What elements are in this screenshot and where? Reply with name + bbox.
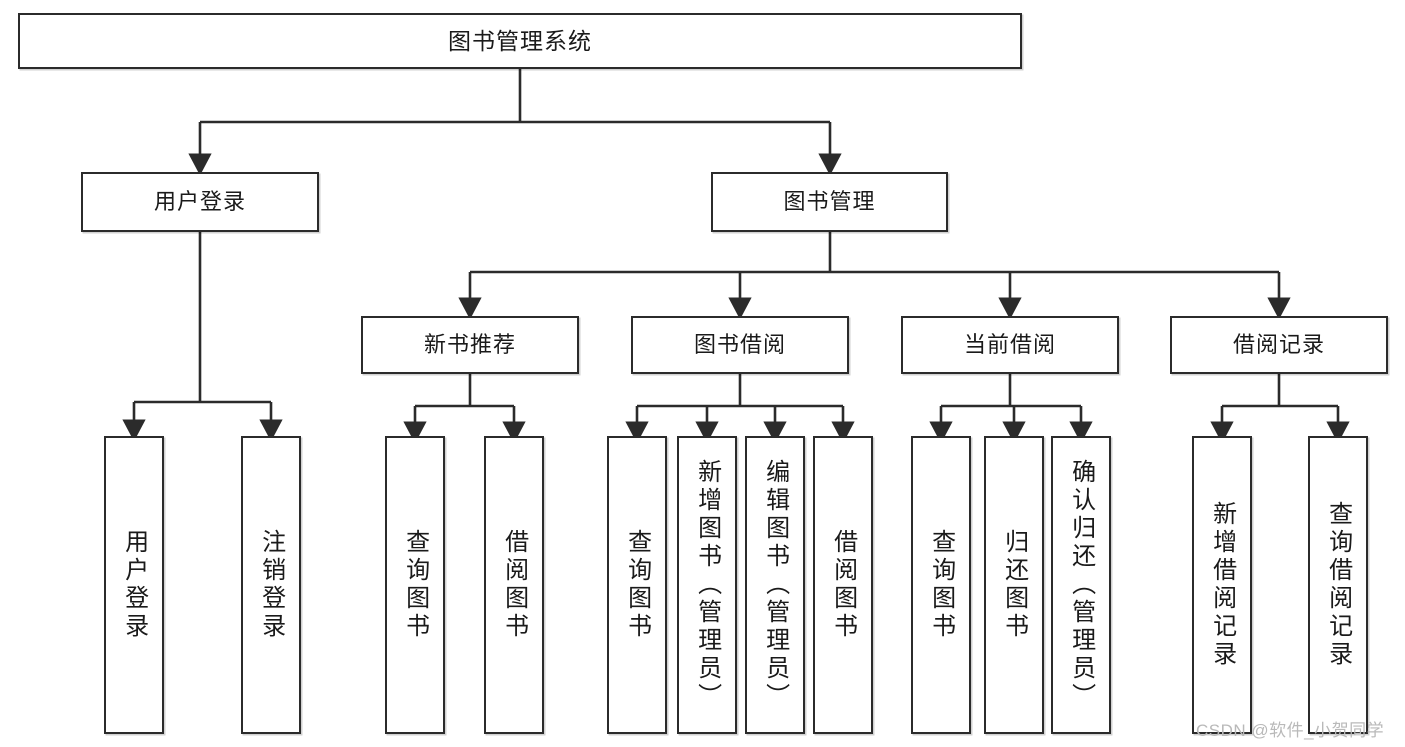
node-leaf-query-books-3-label: 查询图书 [927,529,955,641]
node-leaf-borrow-books-2[interactable]: 借阅图书 [813,436,873,734]
node-leaf-user-login[interactable]: 用户登录 [104,436,164,734]
node-leaf-query-borrow-record[interactable]: 查询借阅记录 [1308,436,1368,734]
node-leaf-borrow-books-1-label: 借阅图书 [500,529,528,641]
node-book-borrow-label: 图书借阅 [693,332,786,358]
node-new-book-recommend-label: 新书推荐 [423,332,516,358]
node-current-borrow[interactable]: 当前借阅 [901,316,1119,374]
node-user-login[interactable]: 用户登录 [81,172,319,232]
node-leaf-edit-book-admin[interactable]: 编辑图书（管理员） [745,436,805,734]
node-book-management-label: 图书管理 [783,189,876,215]
node-leaf-query-borrow-record-label: 查询借阅记录 [1324,501,1352,669]
node-leaf-user-login-label: 用户登录 [120,529,148,641]
node-leaf-user-logout-label: 注销登录 [257,529,285,641]
node-leaf-add-borrow-record[interactable]: 新增借阅记录 [1192,436,1252,734]
node-current-borrow-label: 当前借阅 [963,332,1056,358]
node-leaf-query-books-1[interactable]: 查询图书 [385,436,445,734]
node-leaf-confirm-return-admin[interactable]: 确认归还（管理员） [1051,436,1111,734]
node-new-book-recommend[interactable]: 新书推荐 [361,316,579,374]
node-root[interactable]: 图书管理系统 [18,13,1022,69]
node-leaf-query-books-3[interactable]: 查询图书 [911,436,971,734]
node-leaf-query-books-2-label: 查询图书 [623,529,651,641]
node-leaf-confirm-return-admin-label: 确认归还（管理员） [1067,459,1095,711]
node-leaf-query-books-2[interactable]: 查询图书 [607,436,667,734]
node-root-label: 图书管理系统 [448,27,592,54]
node-user-login-label: 用户登录 [153,189,246,215]
csdn-watermark: CSDN @软件_小贺同学 [1196,721,1385,740]
node-leaf-borrow-books-1[interactable]: 借阅图书 [484,436,544,734]
node-borrow-records-label: 借阅记录 [1232,332,1325,358]
node-book-borrow[interactable]: 图书借阅 [631,316,849,374]
node-leaf-return-books[interactable]: 归还图书 [984,436,1044,734]
node-leaf-borrow-books-2-label: 借阅图书 [829,529,857,641]
node-leaf-user-logout[interactable]: 注销登录 [241,436,301,734]
node-leaf-add-book-admin[interactable]: 新增图书（管理员） [677,436,737,734]
node-leaf-add-book-admin-label: 新增图书（管理员） [693,459,721,711]
node-leaf-return-books-label: 归还图书 [1000,529,1028,641]
node-leaf-edit-book-admin-label: 编辑图书（管理员） [761,459,789,711]
node-book-management[interactable]: 图书管理 [711,172,948,232]
node-leaf-query-books-1-label: 查询图书 [401,529,429,641]
node-leaf-add-borrow-record-label: 新增借阅记录 [1208,501,1236,669]
node-borrow-records[interactable]: 借阅记录 [1170,316,1388,374]
